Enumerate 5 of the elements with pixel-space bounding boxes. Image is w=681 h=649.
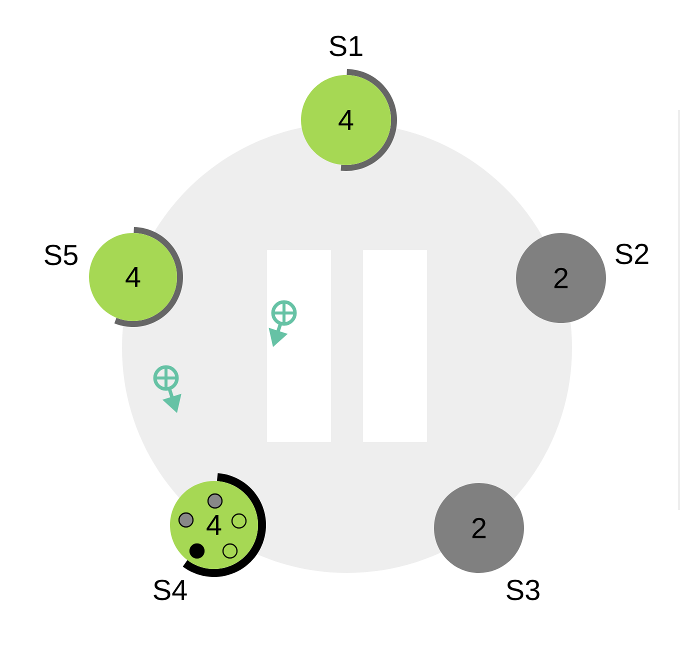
node-label: S5 (44, 244, 78, 266)
node-label: S3 (506, 580, 540, 600)
node-label: S2 (616, 244, 648, 264)
node-label: S1 (330, 36, 362, 56)
node-label: S4 (154, 580, 187, 600)
